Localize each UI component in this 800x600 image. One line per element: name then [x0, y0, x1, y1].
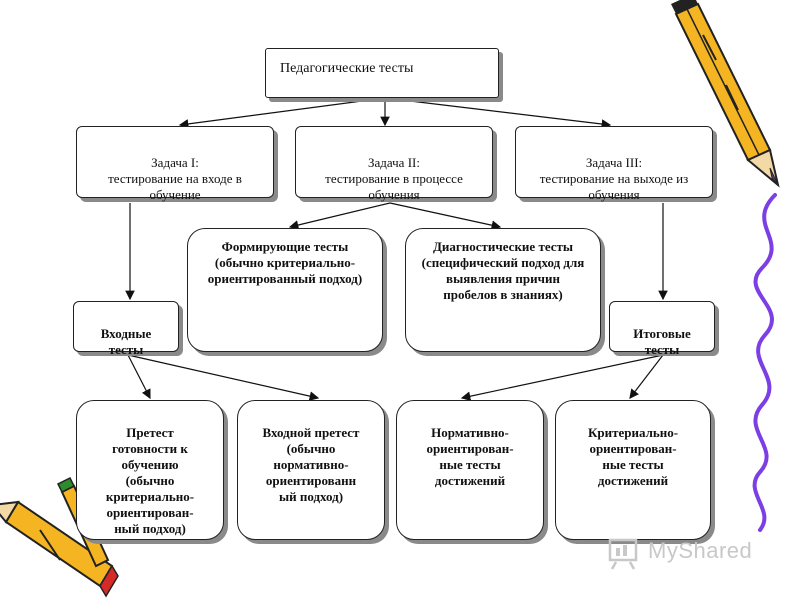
arrow-root-task1 [178, 97, 386, 129]
criterial-achievement-node: Критериально- ориентирован- ные тесты до… [555, 400, 711, 540]
criterial-achievement-label: Критериально- ориентирован- ные тесты до… [587, 425, 679, 488]
normative-achievement-label: Нормативно- ориентирован- ные тесты дост… [426, 425, 514, 488]
arrow-task2-diagnostic [389, 202, 502, 230]
root-node: Педагогические тесты [265, 48, 499, 98]
diagnostic-tests-label: Диагностические тесты (специфический под… [421, 239, 585, 302]
task-2-label: Задача II: тестирование в процессе обуче… [325, 155, 463, 202]
final-tests-label: Итоговые тесты [633, 326, 691, 357]
task-3-label: Задача III: тестирование на выходе из об… [539, 155, 689, 202]
arrow-root-task3 [384, 97, 612, 129]
arrow-task2-formative [288, 202, 391, 230]
arrow-final-criterial [629, 354, 664, 399]
root-label: Педагогические тесты [280, 61, 414, 76]
entry-pretest-node: Входной претест (обычно нормативно- орие… [237, 400, 385, 540]
task-1-label: Задача I: тестирование на входе в обучен… [108, 155, 242, 202]
formative-tests-label: Формирующие тесты (обычно критериально-о… [207, 239, 363, 286]
task-3-node: Задача III: тестирование на выходе из об… [515, 126, 713, 202]
entry-pretest-label: Входной претест (обычно нормативно- орие… [262, 425, 360, 504]
formative-tests-node: Формирующие тесты (обычно критериально-о… [187, 228, 383, 352]
pencil-icon [671, 0, 780, 188]
watermark-text: MyShared [648, 538, 753, 563]
readiness-pretest-label: Претест готовности к обучению (обычно кр… [105, 425, 195, 536]
diagnostic-tests-node: Диагностические тесты (специфический под… [405, 228, 601, 352]
squiggle-decoration [752, 193, 777, 532]
task-2-node: Задача II: тестирование в процессе обуче… [295, 126, 493, 202]
readiness-pretest-node: Претест готовности к обучению (обычно кр… [76, 400, 224, 540]
entry-tests-node: Входные тесты [73, 301, 179, 357]
arrow-entry-pretest2 [127, 354, 320, 401]
myshared-logo-icon [608, 538, 638, 570]
entry-tests-label: Входные тесты [100, 326, 152, 357]
normative-achievement-node: Нормативно- ориентирован- ные тесты дост… [396, 400, 544, 540]
final-tests-node: Итоговые тесты [609, 301, 715, 357]
arrow-final-normative [460, 354, 664, 401]
arrow-entry-pretest1 [127, 354, 151, 400]
task-1-node: Задача I: тестирование на входе в обучен… [76, 126, 274, 202]
pencil-icon [0, 500, 119, 598]
